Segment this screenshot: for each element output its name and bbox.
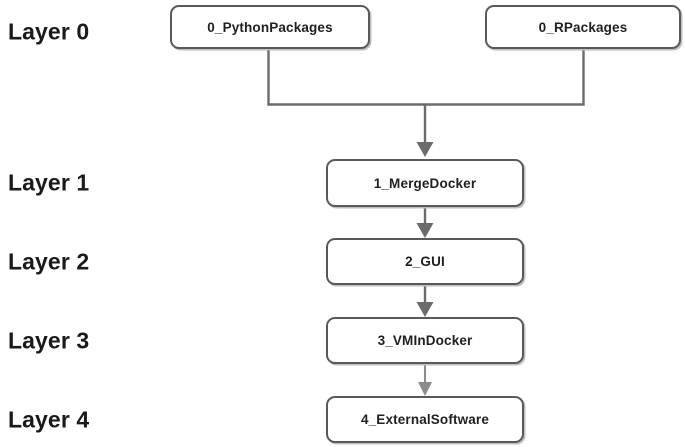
node-r-packages-label: 0_RPackages xyxy=(538,19,628,35)
node-merge-docker[interactable]: 1_MergeDocker xyxy=(326,159,524,207)
node-vm-in-docker[interactable]: 3_VMInDocker xyxy=(326,317,524,364)
layer-label-4: Layer 4 xyxy=(8,406,90,433)
layer-label-3: Layer 3 xyxy=(8,327,90,354)
node-python-packages[interactable]: 0_PythonPackages xyxy=(170,5,370,49)
node-gui-label: 2_GUI xyxy=(405,254,445,269)
layer-label-0: Layer 0 xyxy=(8,18,90,45)
layer-label-2: Layer 2 xyxy=(8,248,90,275)
arrow-head-gui xyxy=(416,223,434,238)
node-external-software[interactable]: 4_ExternalSoftware xyxy=(326,396,524,443)
node-r-packages[interactable]: 0_RPackages xyxy=(485,5,681,49)
layer-label-1: Layer 1 xyxy=(8,169,90,196)
node-gui[interactable]: 2_GUI xyxy=(326,238,524,285)
edge-r-packages-to-merge-docker xyxy=(425,49,585,106)
arrow-head-merge-docker xyxy=(416,142,434,157)
arrow-head-vm-in-docker xyxy=(416,302,434,317)
edge-python-packages-to-merge-docker xyxy=(267,49,425,106)
node-vm-in-docker-label: 3_VMInDocker xyxy=(377,333,473,348)
node-external-software-label: 4_ExternalSoftware xyxy=(360,412,489,427)
node-merge-docker-label: 1_MergeDocker xyxy=(373,175,477,191)
arrow-head-external-software xyxy=(418,382,432,396)
node-python-packages-label: 0_PythonPackages xyxy=(207,19,333,35)
